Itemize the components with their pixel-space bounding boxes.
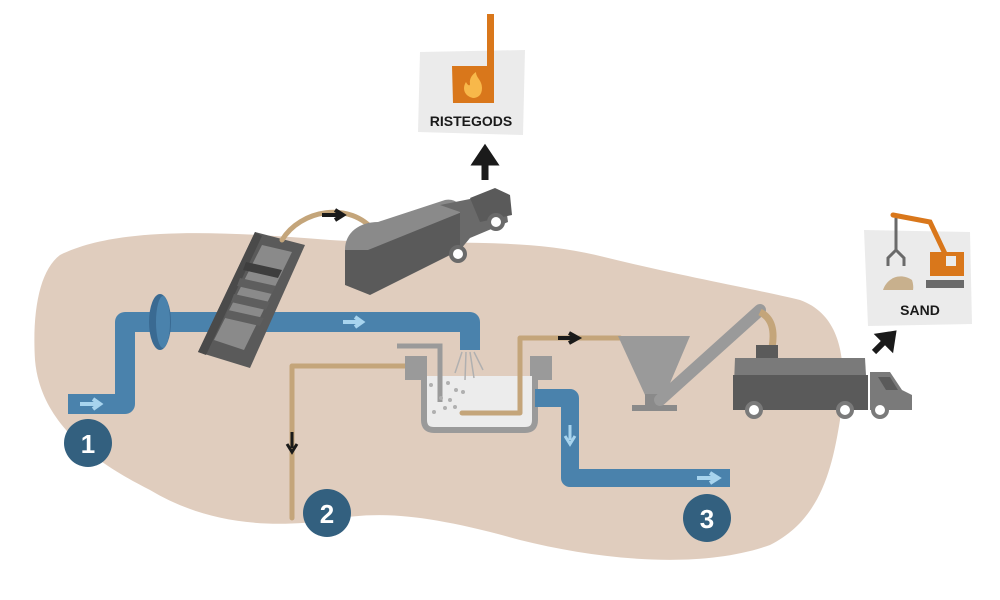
step-badge-3: 3 [683, 494, 731, 542]
screen-to-tank-pipe [230, 312, 480, 350]
step-badge-2: 2 [303, 489, 351, 537]
screenings-truck [345, 188, 512, 295]
arrow-to-ristegods [470, 143, 500, 180]
flow-arrow-outlet-right [697, 471, 722, 485]
sand-label: SAND [900, 302, 940, 318]
sand-truck [733, 345, 912, 419]
bar-screen [198, 232, 305, 368]
flame-icon [464, 72, 482, 98]
svg-text:3: 3 [700, 504, 714, 534]
grab-bucket-icon [886, 248, 906, 266]
gate-valve [149, 294, 171, 350]
crane-excavator-icon [890, 212, 964, 288]
sand-pile-icon [883, 276, 914, 290]
svg-text:2: 2 [320, 499, 334, 529]
chimney-icon [487, 14, 494, 74]
arrow-to-sand [871, 330, 897, 355]
flow-arrow-inlet [80, 397, 104, 411]
flow-arrow-sand-outlet [285, 432, 299, 455]
flow-arrow-sand-lift [558, 331, 583, 345]
sand-outlet-pipe [289, 363, 408, 521]
svg-text:1: 1 [81, 429, 95, 459]
ristegods-label: RISTEGODS [430, 113, 512, 129]
sand-card: SAND [864, 212, 972, 326]
screenings-transfer-pipe [279, 209, 378, 243]
flow-arrow-outlet-down [563, 425, 577, 447]
flow-arrow-screenings [322, 208, 347, 222]
step-badge-1: 1 [64, 419, 112, 467]
flow-arrow-main [343, 315, 366, 329]
ristegods-card: RISTEGODS [418, 14, 525, 135]
screw-conveyor [654, 304, 777, 406]
sand-trap-tank [397, 343, 552, 433]
